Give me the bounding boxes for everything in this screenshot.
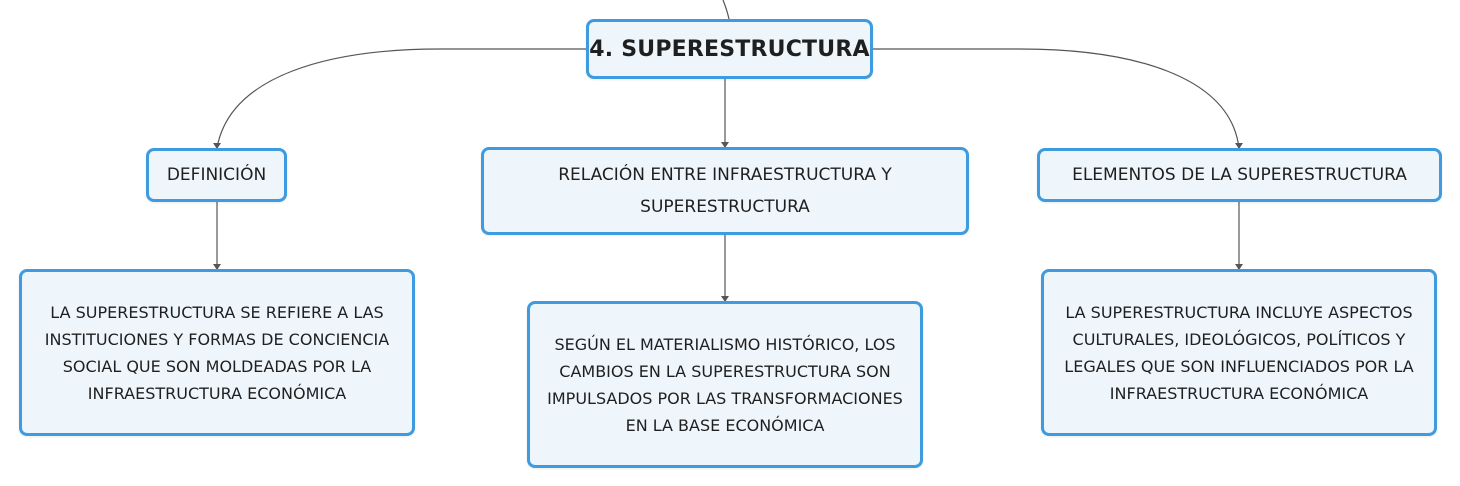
root-node-label: 4. SUPERESTRUCTURA (589, 36, 870, 62)
branch-node-definicion[interactable]: DEFINICIÓN (146, 148, 287, 202)
detail-node-elementos[interactable]: LA SUPERESTRUCTURA INCLUYE ASPECTOS CULT… (1041, 269, 1437, 436)
arrow-head-relacion (721, 142, 729, 148)
detail-node-text: LA SUPERESTRUCTURA SE REFIERE A LAS INST… (44, 302, 390, 403)
root-node[interactable]: 4. SUPERESTRUCTURA (586, 19, 873, 79)
arrow-head-elementos-detail (1235, 264, 1243, 270)
detail-node-text: LA SUPERESTRUCTURA INCLUYE ASPECTOS CULT… (1064, 302, 1414, 403)
arrow-head-definicion (213, 143, 221, 149)
connector-root-to-elementos (873, 48, 1240, 149)
branch-node-label: DEFINICIÓN (166, 165, 267, 185)
detail-node-relacion[interactable]: SEGÚN EL MATERIALISMO HISTÓRICO, LOS CAM… (527, 301, 923, 468)
branch-node-label: RELACIÓN ENTRE INFRAESTRUCTURA Y SUPERES… (558, 165, 892, 217)
arrow-head-relacion-detail (721, 296, 729, 302)
connector-parent-to-root (722, 0, 730, 20)
arrow-head-definicion-detail (213, 264, 221, 270)
branch-node-relacion[interactable]: RELACIÓN ENTRE INFRAESTRUCTURA Y SUPERES… (481, 147, 969, 235)
connector-root-to-definicion (216, 48, 586, 149)
arrow-head-elementos (1235, 143, 1243, 149)
branch-node-label: ELEMENTOS DE LA SUPERESTRUCTURA (1072, 165, 1407, 185)
detail-node-text: SEGÚN EL MATERIALISMO HISTÓRICO, LOS CAM… (547, 334, 903, 435)
branch-node-elementos[interactable]: ELEMENTOS DE LA SUPERESTRUCTURA (1037, 148, 1442, 202)
detail-node-definicion[interactable]: LA SUPERESTRUCTURA SE REFIERE A LAS INST… (19, 269, 415, 436)
